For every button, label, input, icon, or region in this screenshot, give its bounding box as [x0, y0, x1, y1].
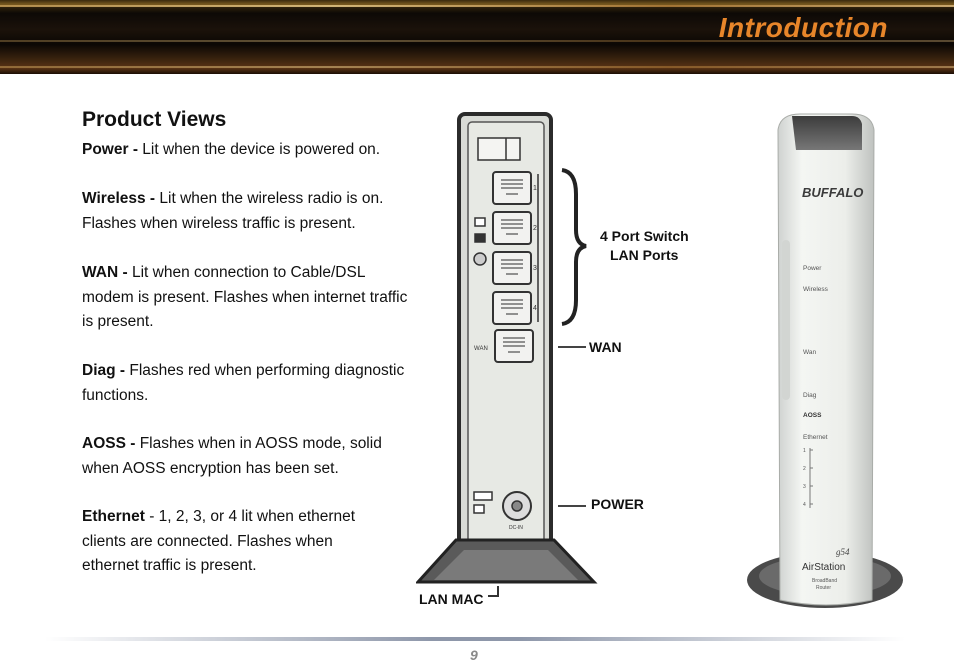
led-label: AOSS	[803, 412, 822, 419]
port-number: 3	[533, 265, 537, 272]
router-back-view-image: 1 2 3 4 WAN DC-IN	[416, 112, 598, 597]
callout-lan-ports: LAN Ports	[610, 247, 679, 263]
item-term: Wireless -	[82, 190, 156, 207]
header-banner: Introduction	[0, 0, 954, 74]
dcin-label: DC-IN	[509, 525, 523, 531]
brand-logo: BUFFALO	[802, 185, 863, 200]
list-item: Ethernet - 1, 2, 3, or 4 lit when ethern…	[82, 505, 382, 579]
header-stripe	[0, 40, 954, 42]
item-desc: Flashes when in AOSS mode, solid when AO…	[82, 435, 382, 477]
eth-number: 3	[803, 484, 806, 490]
page-number: 9	[470, 647, 478, 663]
list-item: Wireless - Lit when the wireless radio i…	[82, 187, 412, 236]
item-desc: Lit when connection to Cable/DSL modem i…	[82, 264, 408, 330]
item-term: Power -	[82, 141, 138, 158]
list-item: Diag - Flashes red when performing diagn…	[82, 359, 412, 408]
list-item: WAN - Lit when connection to Cable/DSL m…	[82, 261, 412, 335]
item-term: Ethernet	[82, 508, 145, 525]
item-desc: Lit when the device is powered on.	[142, 141, 381, 158]
wan-small-label: WAN	[474, 346, 488, 352]
callout-switch: 4 Port Switch	[600, 228, 689, 244]
footer-divider	[45, 637, 905, 641]
led-label: Wan	[803, 349, 817, 356]
eth-number: 1	[803, 448, 806, 454]
list-item: Power - Lit when the device is powered o…	[82, 138, 412, 163]
router-front-view-image: BUFFALO Power Wireless Wan Diag AOSS Eth…	[747, 113, 903, 608]
item-term: WAN -	[82, 264, 128, 281]
port-number: 2	[533, 225, 537, 232]
product-label: AirStation	[802, 562, 845, 573]
led-label: Ethernet	[803, 434, 828, 441]
item-desc: Lit when the wireless radio is on. Flash…	[82, 190, 384, 232]
header-stripe	[0, 66, 954, 68]
led-label: Diag	[803, 392, 817, 399]
list-item: AOSS - Flashes when in AOSS mode, solid …	[82, 432, 412, 481]
port-number: 4	[533, 305, 537, 312]
eth-number: 4	[803, 502, 806, 508]
header-stripe	[0, 5, 954, 7]
model-label: g54	[836, 547, 850, 557]
item-term: AOSS -	[82, 435, 136, 452]
callout-power: POWER	[591, 496, 644, 512]
section-title: Product Views	[82, 108, 227, 131]
item-term: Diag -	[82, 362, 126, 379]
subtitle-label: Router	[816, 585, 831, 591]
subtitle-label: BroadBand	[812, 578, 837, 584]
callout-wan: WAN	[589, 339, 622, 355]
eth-number: 2	[803, 466, 806, 472]
item-desc: Flashes red when performing diagnostic f…	[82, 362, 405, 404]
led-label: Power	[803, 265, 822, 272]
item-desc: - 1, 2, 3, or 4 lit when ethernet client…	[82, 508, 356, 574]
callout-lan-mac: LAN MAC	[419, 591, 484, 607]
led-label: Wireless	[803, 286, 829, 293]
port-number: 1	[533, 185, 537, 192]
page-title: Introduction	[718, 12, 888, 43]
